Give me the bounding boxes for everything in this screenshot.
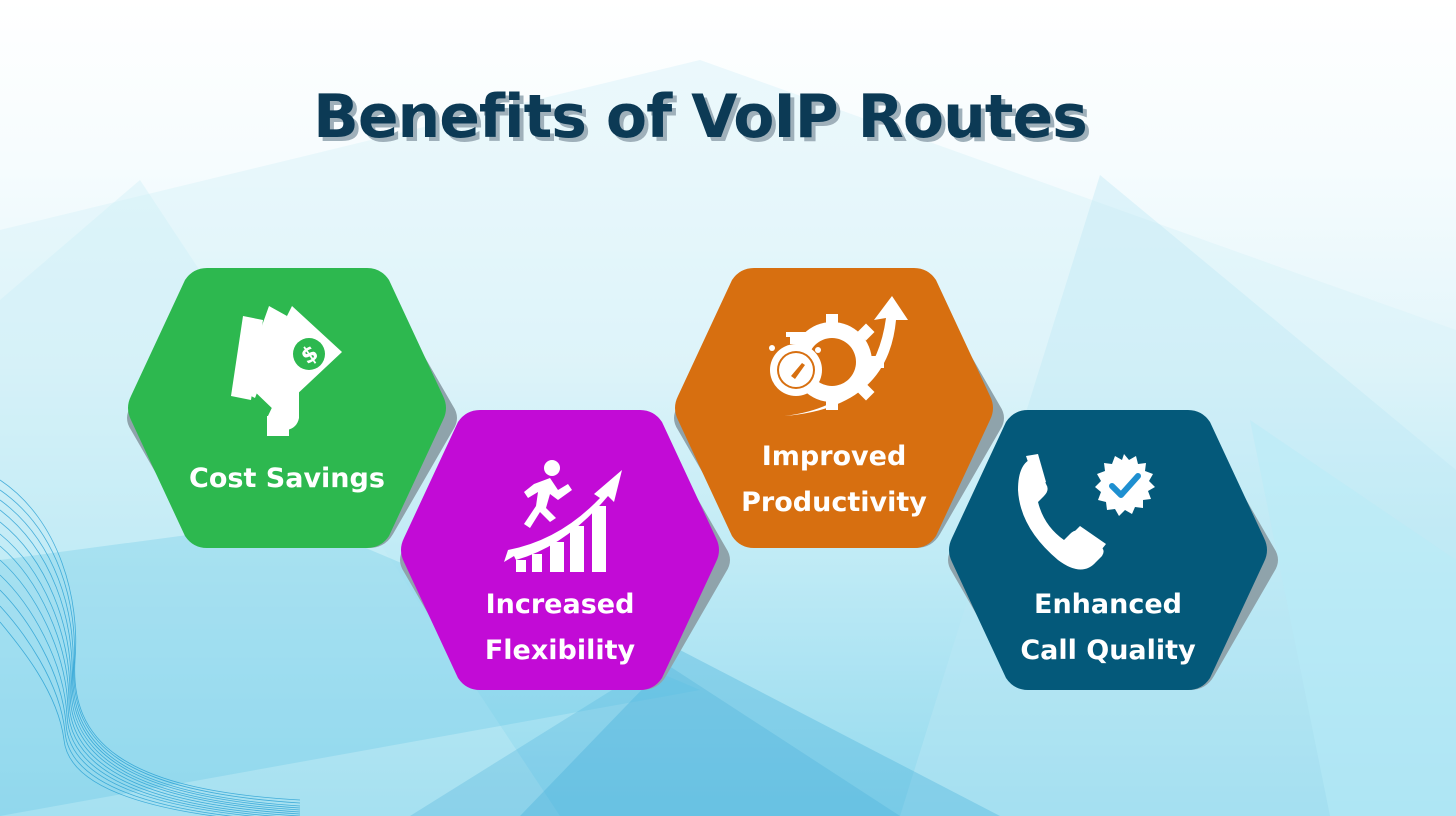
phone-verified-badge-icon	[1018, 454, 1155, 570]
benefit-label-line2: Productivity	[741, 487, 927, 518]
benefit-hexagon-increased-flexibility: Increased Flexibility	[400, 410, 730, 690]
stopwatch-gear-arrow-icon	[769, 296, 908, 416]
benefit-label-line2: Flexibility	[484, 635, 636, 666]
benefit-hexagon-improved-productivity: Improved Productivity	[674, 268, 1004, 548]
benefit-hexagon-cost-savings: $ Cost Savings	[127, 268, 457, 548]
verified-badge-icon	[1095, 454, 1155, 516]
benefit-label-line1: Increased	[485, 589, 635, 620]
benefit-label-line1: Improved	[761, 441, 907, 472]
wave-lines-decoration	[0, 479, 301, 816]
money-in-hand-icon: $	[231, 306, 342, 436]
benefit-label: Cost Savings	[189, 463, 385, 494]
runner-growth-chart-icon	[504, 460, 622, 572]
benefit-hexagon-enhanced-call-quality: Enhanced Call Quality	[948, 410, 1278, 690]
benefit-label-line2: Call Quality	[1020, 635, 1196, 666]
benefit-label-line1: Enhanced	[1034, 589, 1182, 620]
page-title: Benefits of VoIP Routes	[313, 82, 1088, 152]
